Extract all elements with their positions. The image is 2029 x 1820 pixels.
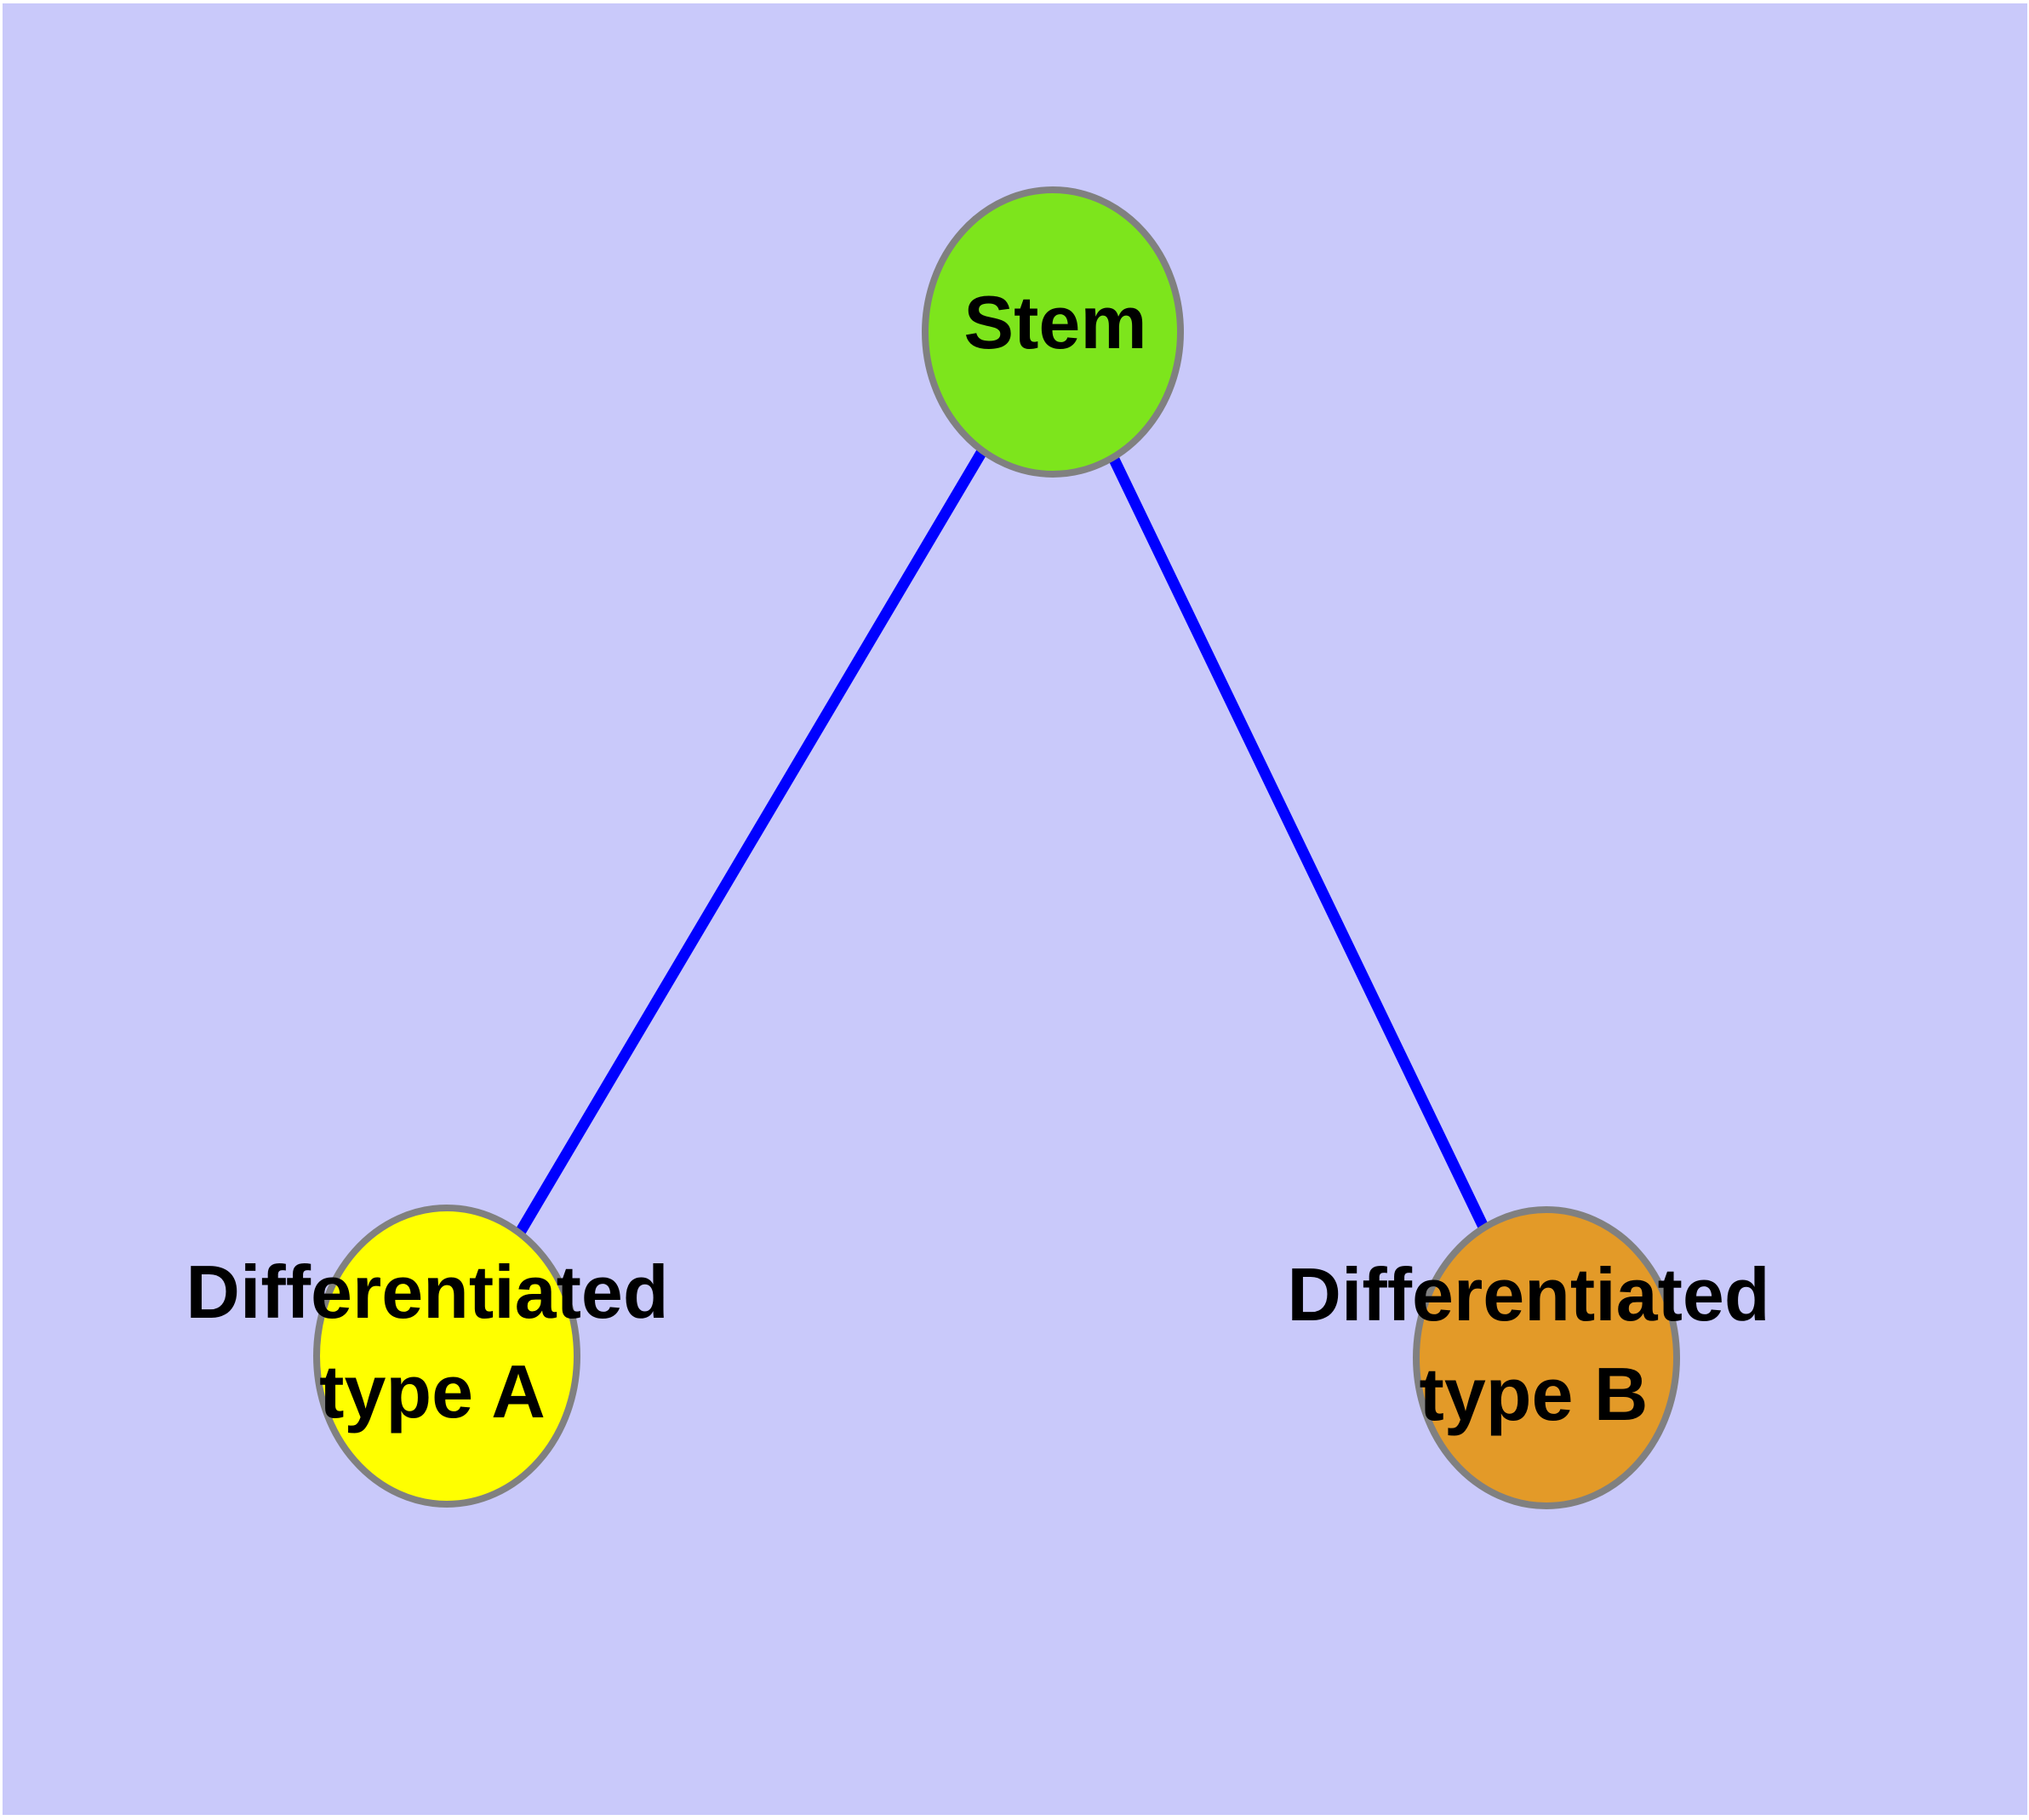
node-type-a-label-line2: type A <box>319 1349 546 1434</box>
edge-stem-to-type-a <box>442 329 1058 1359</box>
node-differentiated-type-b <box>1413 1206 1680 1509</box>
node-type-b-label-line1: Differentiated <box>1287 1252 1769 1336</box>
node-type-b-label-line2: type B <box>1420 1352 1649 1436</box>
edge-stem-to-type-b <box>1048 329 1552 1360</box>
node-type-a-label-line1: Differentiated <box>186 1250 668 1334</box>
node-differentiated-type-a <box>313 1205 580 1508</box>
node-stem <box>922 186 1184 478</box>
node-stem-label: Stem <box>963 280 1146 364</box>
